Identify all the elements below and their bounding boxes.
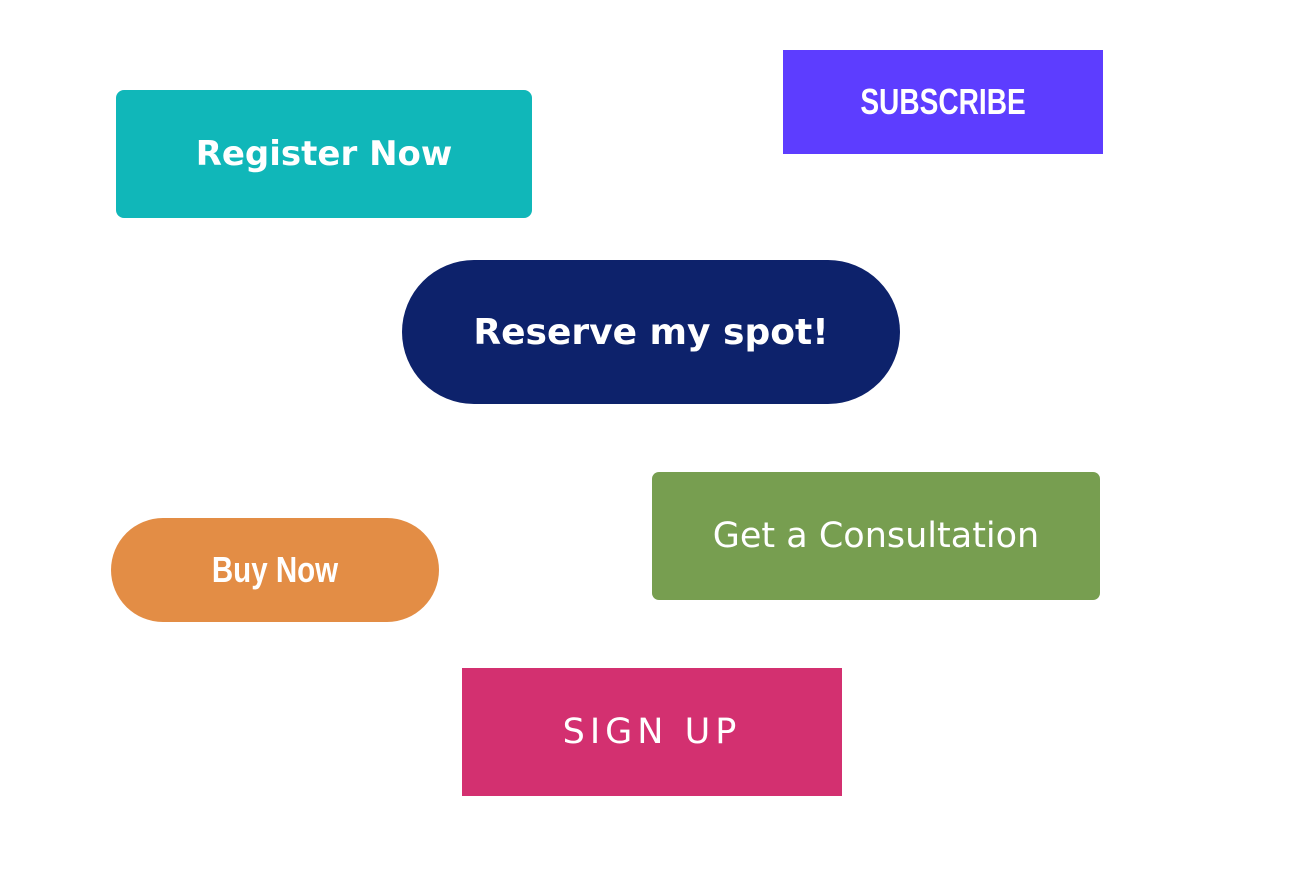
buy-now-label: Buy Now xyxy=(211,549,339,590)
reserve-my-spot-button[interactable]: Reserve my spot! xyxy=(402,260,900,404)
subscribe-label: SUBSCRIBE xyxy=(860,81,1026,122)
register-now-button[interactable]: Register Now xyxy=(116,90,532,218)
get-a-consultation-button[interactable]: Get a Consultation xyxy=(652,472,1100,600)
reserve-my-spot-label: Reserve my spot! xyxy=(473,311,829,353)
get-a-consultation-label: Get a Consultation xyxy=(712,516,1040,556)
register-now-label: Register Now xyxy=(195,134,453,174)
subscribe-button[interactable]: SUBSCRIBE xyxy=(783,50,1103,154)
sign-up-label: SIGN UP xyxy=(562,712,742,752)
buy-now-button[interactable]: Buy Now xyxy=(111,518,439,622)
sign-up-button[interactable]: SIGN UP xyxy=(462,668,842,796)
